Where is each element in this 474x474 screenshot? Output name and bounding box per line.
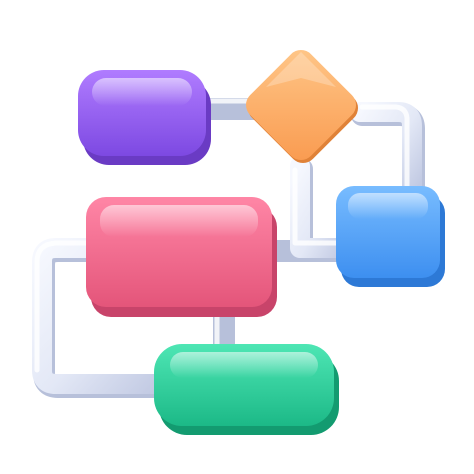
purple-rounded-box bbox=[78, 70, 211, 165]
pink-rectangle bbox=[86, 197, 277, 317]
blue-square bbox=[336, 186, 445, 287]
green-pill bbox=[154, 344, 339, 435]
orange-diamond bbox=[245, 49, 359, 164]
